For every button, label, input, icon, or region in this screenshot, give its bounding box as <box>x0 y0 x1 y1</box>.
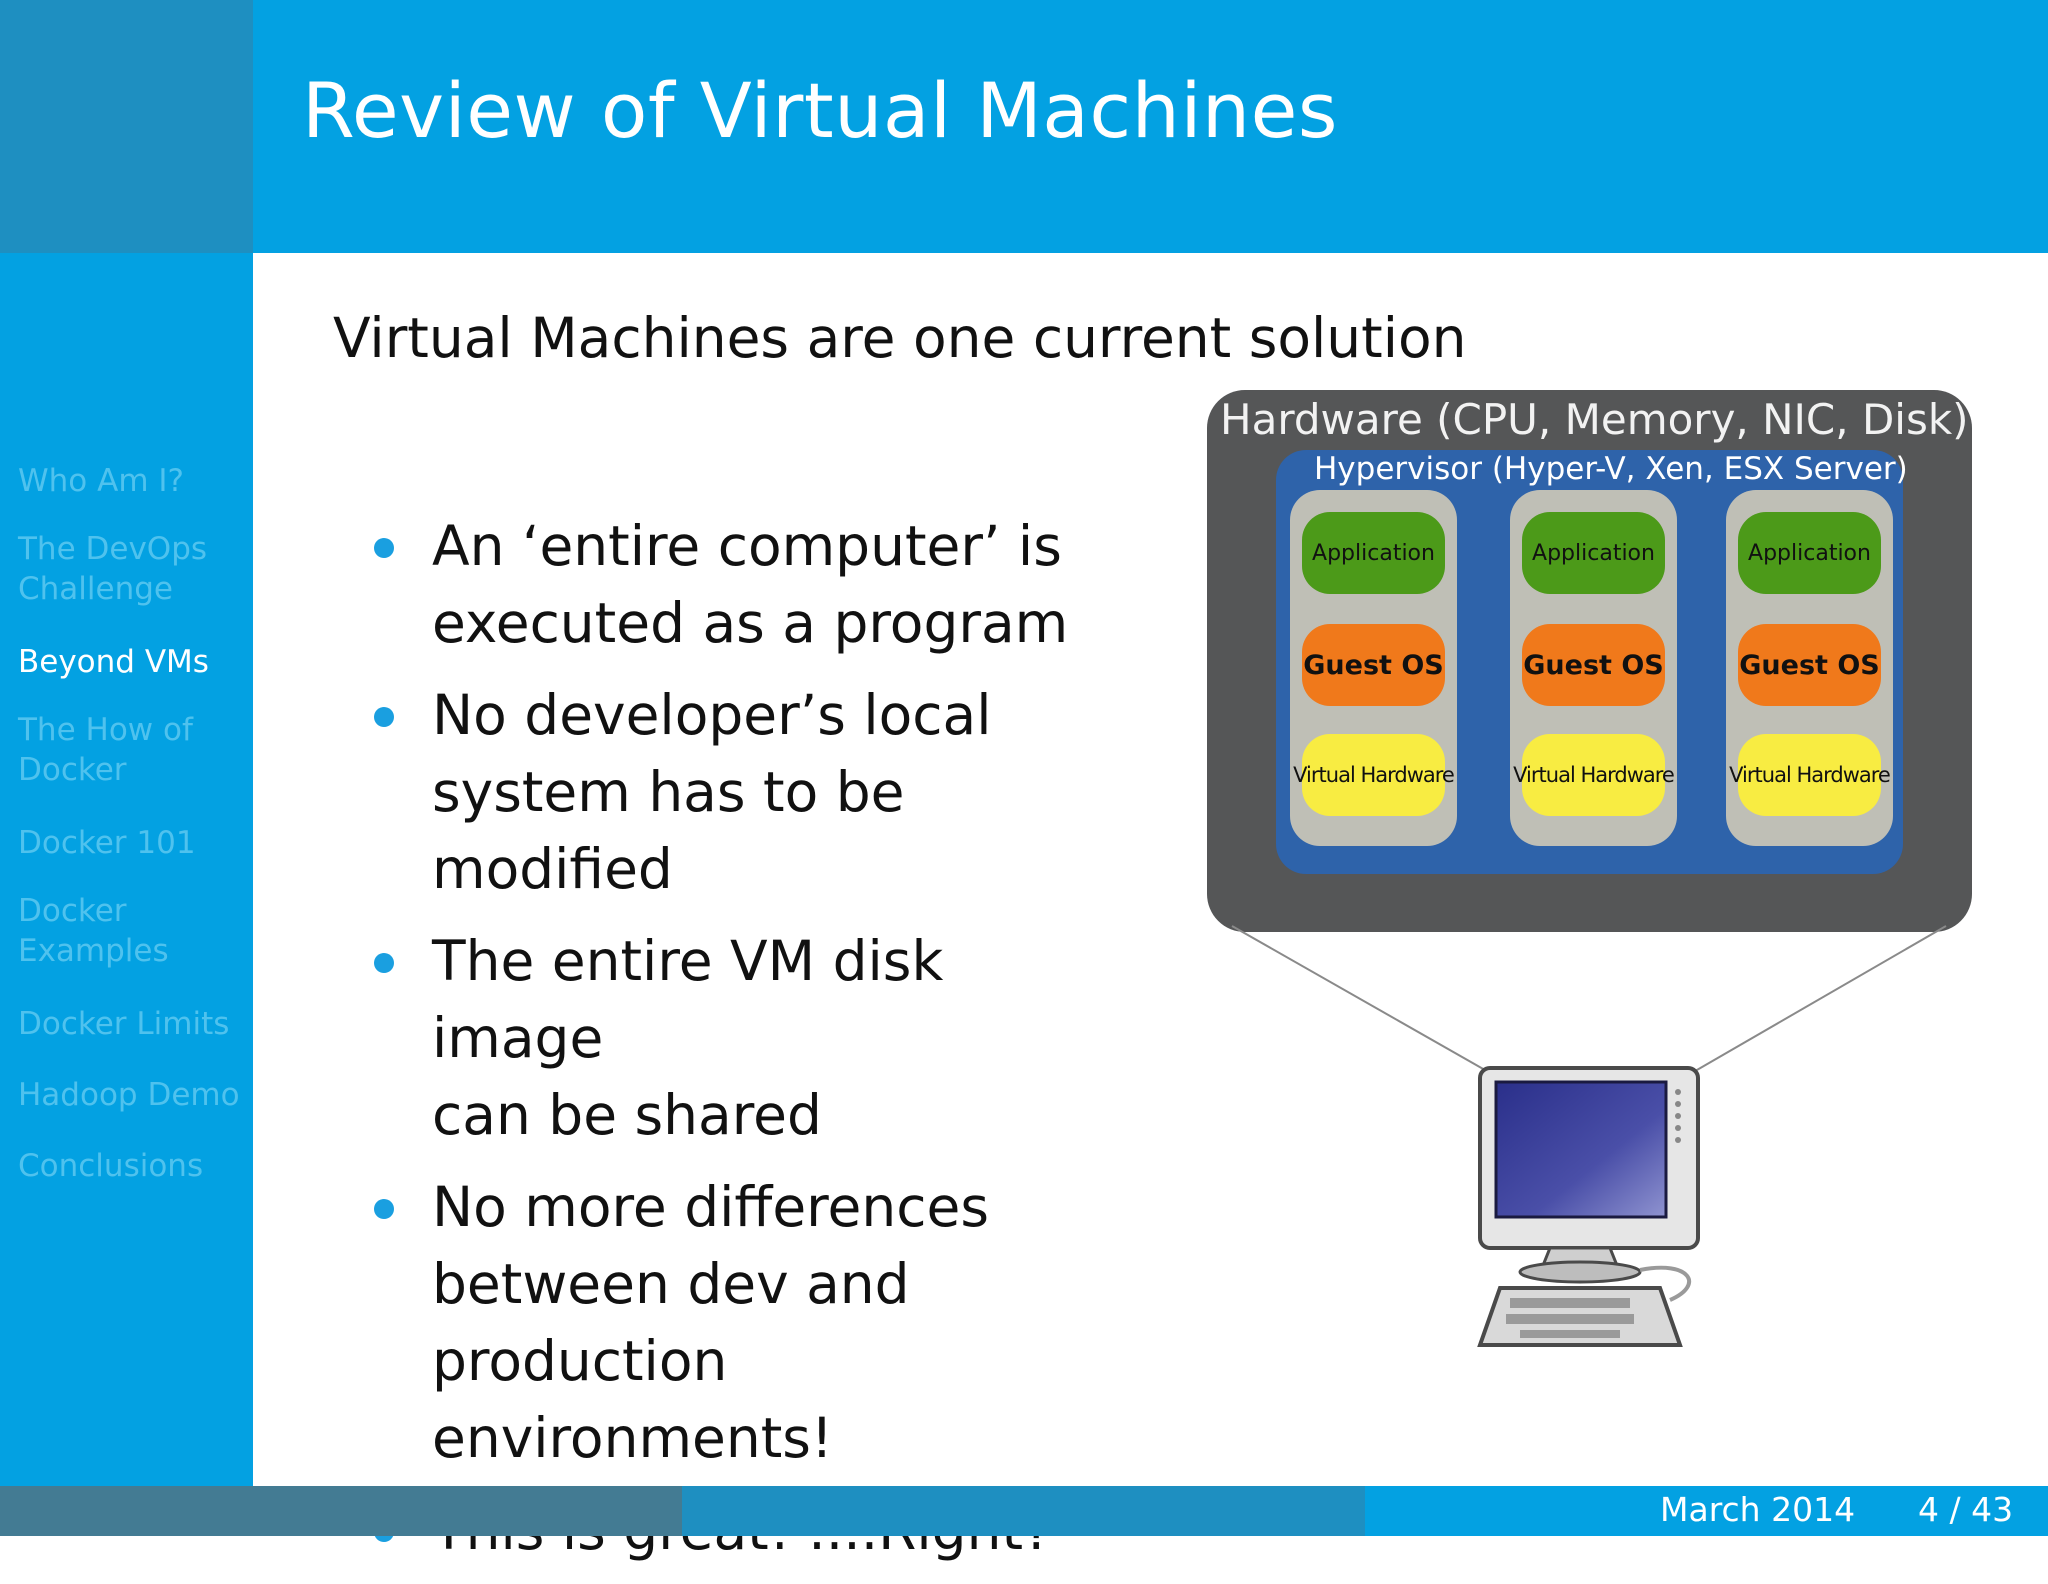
projection-lines <box>1231 925 1947 1075</box>
sidebar-item-label: Examples <box>18 933 169 969</box>
application-pill: Application <box>1738 512 1881 594</box>
sidebar-nav: Who Am I? The DevOps Challenge Beyond VM… <box>0 253 253 1486</box>
slide-header <box>253 0 2048 253</box>
sidebar-item-label: Conclusions <box>18 1148 204 1184</box>
bullet-line: The entire VM disk image <box>432 929 944 1070</box>
bullet-line: executed as a program <box>432 591 1069 655</box>
bullet-item: No more differences between dev and prod… <box>370 1169 1130 1477</box>
sidebar-item-label: Docker <box>18 752 127 788</box>
application-pill: Application <box>1522 512 1665 594</box>
virtual-hardware-pill: Virtual Hardware <box>1293 734 1455 816</box>
guest-os-pill: Guest OS <box>1522 624 1665 706</box>
bullet-dot-icon <box>374 707 394 727</box>
footer-segment-left <box>0 1486 682 1536</box>
hypervisor-label: Hypervisor (Hyper-V, Xen, ESX Server) <box>1314 451 1908 487</box>
vm-column: Application Guest OS Virtual Hardware <box>1726 490 1893 846</box>
projection-line-right <box>1689 925 1947 1075</box>
sidebar-item-docker-limits[interactable]: Docker Limits <box>18 1004 229 1044</box>
sidebar-item-label: Challenge <box>18 571 173 607</box>
slide-footer <box>0 1486 2048 1536</box>
sidebar-item-devops-challenge[interactable]: The DevOps Challenge <box>18 529 207 609</box>
vm-column: Application Guest OS Virtual Hardware <box>1510 490 1677 846</box>
sidebar-item-label: The How of <box>18 712 193 748</box>
bullet-line: No more differences <box>432 1175 989 1239</box>
bullet-dot-icon <box>374 1199 394 1219</box>
hardware-label: Hardware (CPU, Memory, NIC, Disk) <box>1220 395 1969 444</box>
bullet-line: system has to be modified <box>432 760 905 901</box>
sidebar-item-how-of-docker[interactable]: The How of Docker <box>18 710 193 790</box>
footer-segment-right <box>1365 1486 2048 1536</box>
footer-segment-middle <box>682 1486 1365 1536</box>
sidebar-item-who-am-i[interactable]: Who Am I? <box>18 461 184 501</box>
bullet-item: An ‘entire computer’ is executed as a pr… <box>370 508 1130 662</box>
sidebar-item-label: Docker Limits <box>18 1006 230 1042</box>
bullet-dot-icon <box>374 538 394 558</box>
header-corner <box>0 0 253 253</box>
bullet-line: can be shared <box>432 1083 822 1147</box>
bullet-line: No developer’s local <box>432 683 992 747</box>
vm-column: Application Guest OS Virtual Hardware <box>1290 490 1457 846</box>
sidebar-item-hadoop-demo[interactable]: Hadoop Demo <box>18 1075 240 1115</box>
bullet-dot-icon <box>374 953 394 973</box>
bullet-line: between dev and <box>432 1252 910 1316</box>
sidebar-item-docker-examples[interactable]: Docker Examples <box>18 891 169 971</box>
virtual-hardware-pill: Virtual Hardware <box>1513 734 1675 816</box>
slide-subtitle: Virtual Machines are one current solutio… <box>333 306 1467 370</box>
guest-os-pill: Guest OS <box>1738 624 1881 706</box>
sidebar-item-conclusions[interactable]: Conclusions <box>18 1146 203 1186</box>
sidebar-item-label: Hadoop Demo <box>18 1077 240 1113</box>
slide-title: Review of Virtual Machines <box>302 66 1338 155</box>
projection-line-left <box>1231 925 1493 1075</box>
desktop-computer-icon <box>1477 1066 1700 1347</box>
sidebar-item-label: Who Am I? <box>18 463 184 499</box>
guest-os-pill: Guest OS <box>1302 624 1445 706</box>
bullet-line: An ‘entire computer’ is <box>432 514 1062 578</box>
bullet-line: production environments! <box>432 1329 833 1470</box>
application-pill: Application <box>1302 512 1445 594</box>
page-number: 4 / 43 <box>1918 1490 2014 1529</box>
sidebar-item-label: Beyond VMs <box>18 644 209 680</box>
sidebar-item-label: The DevOps <box>18 531 208 567</box>
footer-date: March 2014 <box>1660 1490 1856 1529</box>
sidebar-item-beyond-vms[interactable]: Beyond VMs <box>18 642 209 682</box>
sidebar-item-label: Docker 101 <box>18 825 196 861</box>
virtual-hardware-pill: Virtual Hardware <box>1729 734 1891 816</box>
sidebar-item-label: Docker <box>18 893 127 929</box>
bullet-item: The entire VM disk image can be shared <box>370 923 1130 1154</box>
bullet-item: No developer’s local system has to be mo… <box>370 677 1130 908</box>
sidebar-item-docker-101[interactable]: Docker 101 <box>18 823 196 863</box>
